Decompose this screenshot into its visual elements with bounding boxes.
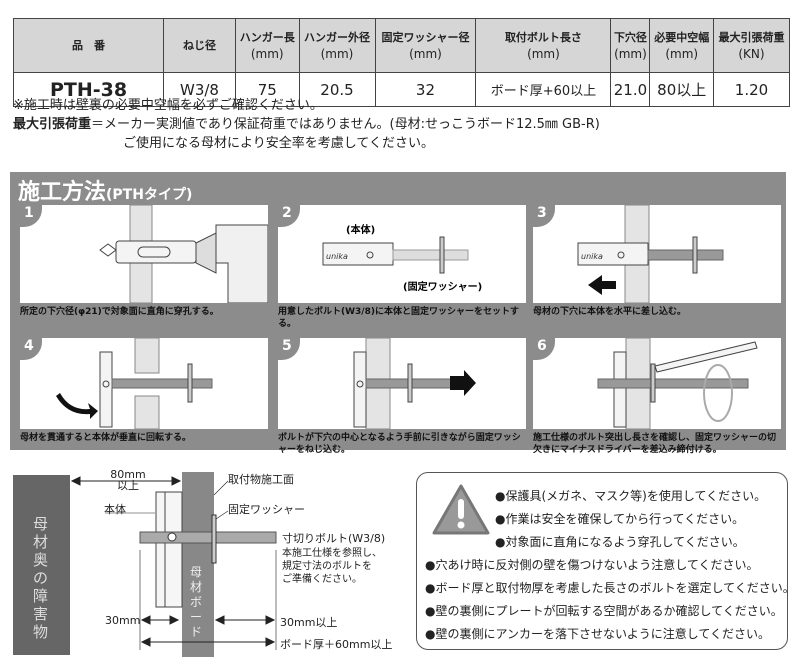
header-bolt-length: 取付ボルト長さ(mm) xyxy=(475,18,612,73)
header-diameter: ハンガー外径(mm) xyxy=(298,18,376,73)
header-hollow: 必要中空幅(mm) xyxy=(649,18,714,73)
screwdriver-illustration xyxy=(597,338,758,429)
warning-item: ●ボード厚と取付物厚を考慮した長さのボルトを選定してください。 xyxy=(425,581,795,595)
step-panel-6: 6 xyxy=(533,338,781,429)
label-board: 母材ボード xyxy=(190,565,203,639)
step-number: 5 xyxy=(278,338,300,360)
method-title: 施工方法(PTHタイプ) xyxy=(18,174,192,206)
method-section: 施工方法(PTHタイプ) 1 所定の下穴径(φ21)で対象面に直角に穿孔する。 … xyxy=(10,172,786,455)
warning-item: ●保護具(メガネ、マスク等)を使用してください。 xyxy=(495,489,767,503)
drill-illustration xyxy=(99,205,268,303)
step-number: 1 xyxy=(20,205,42,227)
label-bolt-note: 本施工仕様を参照し、 規定寸法のボルトを ご準備ください。 xyxy=(282,547,382,586)
step-number: 6 xyxy=(533,338,555,360)
label-bolt: 寸切りボルト(W3/8) xyxy=(282,532,386,545)
rotate-arrow-icon xyxy=(56,393,98,419)
arrow-right-icon xyxy=(450,370,476,396)
note-text: ＝メーカー実測値であり保証荷重ではありません。(母材:せっこうボード12.5㎜ … xyxy=(91,117,600,132)
warning-item: ●穴あけ時に反対側の壁を傷つけないよう注意してください。 xyxy=(425,558,759,572)
label-gap: 80mm以上 xyxy=(110,468,146,492)
bolt-note-line: 本施工仕様を参照し、 xyxy=(282,548,382,559)
step-panel-3: unika 3 xyxy=(533,205,781,303)
cell: 1.20 xyxy=(712,72,791,107)
brand-label: unika xyxy=(581,252,603,261)
warning-item: ●作業は安全を確保してから行ってください。 xyxy=(495,512,745,526)
label-washer: (固定ワッシャー) xyxy=(403,280,482,293)
cell: W3/8 xyxy=(163,72,236,107)
step-number: 4 xyxy=(20,338,42,360)
note-line: 最大引張荷重＝メーカー実測値であり保証荷重ではありません。(母材:せっこうボード… xyxy=(13,115,600,134)
step-caption: 母材の下穴に本体を水平に差し込む。 xyxy=(533,307,687,317)
bolt-note-line: ご準備ください。 xyxy=(282,574,362,585)
warning-item: ●対象面に直角になるよう穿孔してください。 xyxy=(495,535,745,549)
label-body: (本体) xyxy=(346,223,375,236)
step-number: 3 xyxy=(533,205,555,227)
assembly-illustration: unika (本体) (固定ワッシャー) xyxy=(322,223,482,293)
step-caption: 母材を貫通すると本体が垂直に回転する。 xyxy=(20,433,192,443)
header-part-number: 品 番 xyxy=(13,18,164,73)
step-panel-2: unika (本体) (固定ワッシャー) 2 xyxy=(278,205,526,303)
title-text: 施工方法 xyxy=(18,180,107,205)
spec-table: 品 番 ねじ径 ハンガー長(mm) ハンガー外径(mm) 固定ワッシャー径(mm… xyxy=(13,18,791,107)
step-caption: ボルトが下穴の中心となるよう手前に引きながら固定ワッシャーをねじ込む。 xyxy=(278,433,521,455)
cell: 80以上 xyxy=(649,72,714,107)
rotate-illustration xyxy=(56,338,213,429)
header-thread: ねじ径 xyxy=(163,18,236,73)
label-dim-total: ボード厚＋60mm以上 xyxy=(280,638,393,651)
header-hole: 下穴径(mm) xyxy=(610,18,651,73)
diagram-graphics xyxy=(13,472,277,657)
step-panel-4: 4 xyxy=(20,338,268,429)
note-line: ご使用になる母材により安全率を考慮してください。 xyxy=(123,136,434,151)
step-number: 2 xyxy=(278,205,300,227)
note-bold: 最大引張荷重 xyxy=(13,117,92,132)
header-length: ハンガー長(mm) xyxy=(235,18,300,73)
label-dim-right: 30mm以上 xyxy=(280,616,338,629)
table-row: PTH-38 W3/8 75 20.5 32 ボード厚+60以上 21.0 80… xyxy=(13,72,791,107)
warning-icon xyxy=(432,484,490,535)
header-washer: 固定ワッシャー径(mm) xyxy=(374,18,477,73)
step-caption: 施工仕様のボルト突出し長さを確認し、固定ワッシャーの切欠きにマイナスドライバーを… xyxy=(533,433,777,455)
cell: 21.0 xyxy=(610,72,651,107)
step-panel-1: 1 xyxy=(20,205,268,303)
notes: ※施工時は壁裏の必要中空幅を必ずご確認ください。 最大引張荷重＝メーカー実測値で… xyxy=(13,96,600,153)
cell: 20.5 xyxy=(298,72,376,107)
dimension-diagram: 母材奥の障害物 母材ボード 80mm以上 本体 取付物施工面 固定ワッシャー 寸… xyxy=(0,455,405,660)
label-body: 本体 xyxy=(104,503,126,516)
warning-item: ●壁の裏側にアンカーを落下させないように注意してください。 xyxy=(425,627,771,641)
subtitle-text: (PTHタイプ) xyxy=(106,187,193,203)
step-panel-5: 5 xyxy=(278,338,526,429)
warning-item: ●壁の裏側にプレートが回転する空間があるか確認してください。 xyxy=(425,604,783,618)
spec-header-row: 品 番 ねじ径 ハンガー長(mm) ハンガー外径(mm) 固定ワッシャー径(mm… xyxy=(13,18,791,73)
tighten-illustration xyxy=(353,338,476,429)
arrow-left-icon xyxy=(588,275,616,295)
note-line: ※施工時は壁裏の必要中空幅を必ずご確認ください。 xyxy=(13,98,323,113)
insert-illustration: unika xyxy=(577,205,724,303)
step-caption: 用意したボルト(W3/8)に本体と固定ワッシャーをセットする。 xyxy=(278,307,519,329)
warning-box: ●保護具(メガネ、マスク等)を使用してください。 ●作業は安全を確保してから行っ… xyxy=(416,472,795,650)
brand-label: unika xyxy=(326,252,348,261)
label-dim-left: 30mm xyxy=(105,614,141,627)
label-obstacle: 母材奥の障害物 xyxy=(33,515,49,641)
cell-part-number: PTH-38 xyxy=(13,72,164,107)
label-washer: 固定ワッシャー xyxy=(228,503,305,516)
step-caption: 所定の下穴径(φ21)で対象面に直角に穿孔する。 xyxy=(20,307,219,317)
bolt-note-line: 規定寸法のボルトを xyxy=(282,561,372,572)
header-load: 最大引張荷重(KN) xyxy=(712,18,791,73)
label-surface: 取付物施工面 xyxy=(228,473,294,486)
